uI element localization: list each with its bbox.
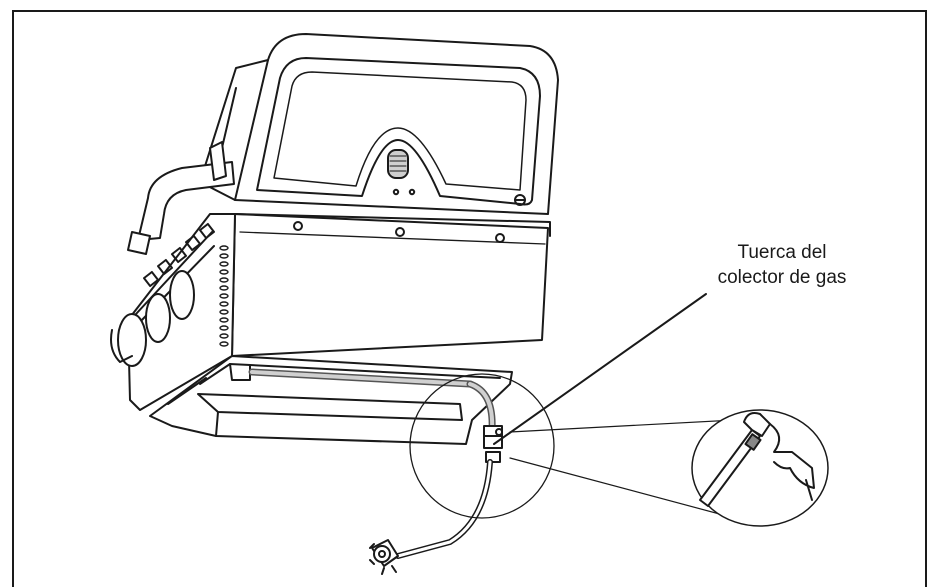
label-line-1: Tuerca del: [737, 242, 827, 263]
grill-base: [149, 355, 513, 445]
callout-pointer: [493, 293, 707, 445]
grill-handle: [127, 141, 235, 255]
detail-circle: [409, 373, 555, 519]
wrench-detail: [691, 409, 829, 527]
detail-leader-bottom: [509, 457, 743, 521]
gas-manifold-nut: [369, 425, 503, 575]
label-line-2: colector de gas: [717, 267, 847, 288]
figure-frame: [12, 10, 927, 587]
grill-lid: [199, 33, 559, 215]
grill-body: [110, 213, 551, 411]
gas-manifold-nut-label: Tuerca del colector de gas: [672, 240, 892, 290]
